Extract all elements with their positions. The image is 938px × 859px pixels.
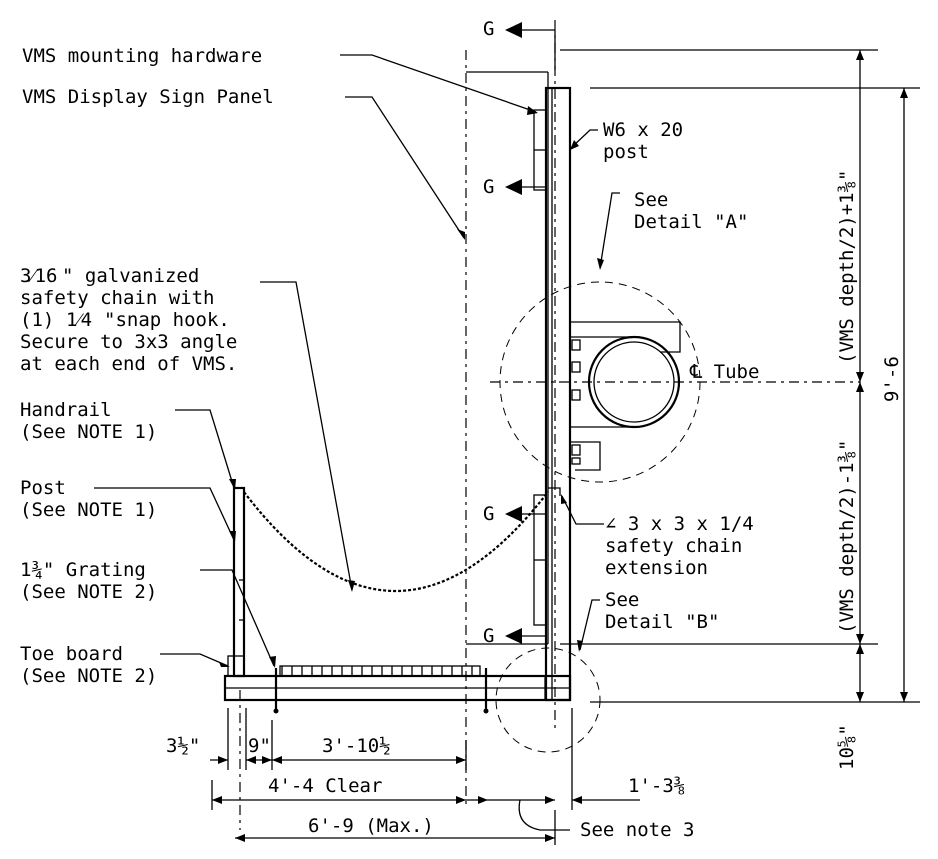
horizontal-dimensions: [210, 708, 640, 845]
section-g-label-3: G: [483, 503, 494, 525]
toe-board: [227, 655, 245, 677]
dim-vert-total: 9'-6: [881, 356, 903, 402]
tube-centerline-label: ℄ Tube: [689, 361, 759, 383]
mounting-hardware-label: VMS mounting hardware: [22, 45, 262, 67]
dim-9: 9": [248, 735, 271, 757]
chain-note-line-4: Secure to 3x3 angle: [20, 331, 237, 353]
toe-board-label-2: (See NOTE 2): [20, 665, 157, 687]
grating-bolts: [273, 668, 489, 714]
w6x20-post: [544, 86, 572, 702]
tube-clamp-assembly: [570, 321, 681, 471]
post-label-2: (See NOTE 1): [20, 499, 157, 521]
chain-note-line-1: " galvanized: [62, 265, 199, 287]
grating: [279, 665, 481, 677]
post-section-label-2: post: [603, 141, 649, 163]
detail-b-circle: [495, 647, 601, 753]
chain-note-line-5: at each end of VMS.: [20, 353, 237, 375]
post-section-label-1: W6 x 20: [603, 119, 683, 141]
dim-6-9-max: 6'-9 (Max.): [308, 815, 434, 837]
detail-a-label-2: Detail "A": [634, 211, 748, 233]
rail-post: [232, 486, 246, 678]
mounting-hardware: [533, 109, 547, 626]
angle-label-1: ∠ 3 x 3 x 1/4: [605, 513, 754, 535]
see-note-3: See note 3: [580, 819, 694, 841]
chain-note-line-3-frac: 1⁄4: [66, 309, 92, 331]
leader-lines: [94, 54, 620, 831]
display-panel-label: VMS Display Sign Panel: [22, 86, 274, 108]
section-cut-g-top: [505, 22, 556, 70]
handrail-label-2: (See NOTE 1): [20, 421, 157, 443]
detail-b-label-2: Detail "B": [605, 611, 719, 633]
vertical-dimensions: [560, 49, 920, 703]
dim-vert-upper: (VMS depth/2)+1⅜": [836, 170, 858, 364]
grating-label-1: 1¾" Grating: [20, 559, 146, 581]
angle-extension: [548, 487, 561, 496]
detail-a-circle: [499, 281, 701, 483]
dim-vert-lower: (VMS depth/2)-1⅜": [836, 440, 858, 634]
grating-label-2: (See NOTE 2): [20, 581, 157, 603]
angle-label-3: extension: [605, 557, 708, 579]
post-label-1: Post: [20, 477, 66, 499]
detail-a-label-1: See: [634, 189, 668, 211]
section-cut-g-4: [505, 628, 546, 644]
section-g-label-4: G: [483, 625, 494, 647]
dim-3-10-5: 3'-10½: [322, 735, 391, 757]
section-g-label-1: G: [483, 18, 494, 40]
dim-1-3-375: 1'-3⅜: [628, 775, 685, 797]
section-cut-g-3: [505, 506, 546, 522]
handrail-label-1: Handrail: [20, 399, 112, 421]
post-base-plate: [544, 675, 571, 701]
dim-vert-bottom: 10⅝": [836, 724, 858, 770]
dim-4-4-clear: 4'-4 Clear: [268, 775, 382, 797]
section-g-label-2: G: [483, 176, 494, 198]
grating-bars: [281, 666, 473, 676]
angle-label-2: safety chain: [605, 535, 742, 557]
section-cut-g-2: [505, 179, 546, 195]
chain-note-frac: 3⁄16: [20, 265, 58, 287]
detail-b-label-1: See: [605, 589, 639, 611]
chain-note-line-3a: (1): [20, 309, 54, 331]
chain-note-line-2: safety chain with: [20, 287, 214, 309]
dim-3-5: 3½": [166, 735, 200, 757]
chain-note-line-3b: "snap hook.: [104, 309, 230, 331]
toe-board-label-1: Toe board: [20, 643, 123, 665]
safety-chain: [243, 491, 549, 592]
